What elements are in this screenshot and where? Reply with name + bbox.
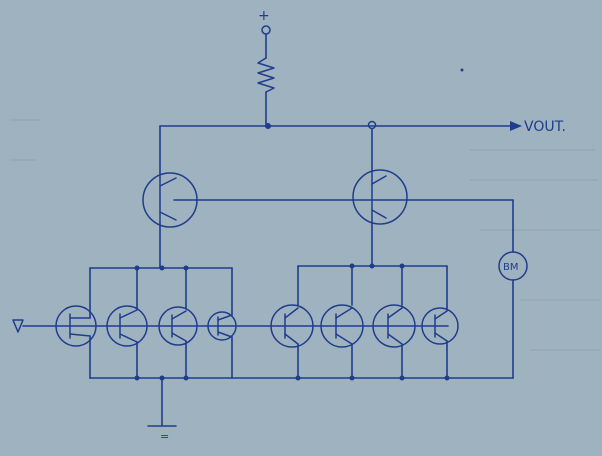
input-transistor-6 bbox=[320, 304, 364, 348]
input-transistor-3 bbox=[158, 306, 198, 346]
input-transistor-7 bbox=[372, 304, 416, 348]
meter-label: BM bbox=[503, 262, 519, 273]
paper-texture bbox=[10, 119, 600, 351]
input-transistor-8 bbox=[421, 307, 459, 345]
supply-label: + bbox=[258, 8, 270, 24]
supply-terminal: + bbox=[258, 8, 271, 59]
output-transistor-left bbox=[142, 125, 198, 269]
output-label: VOUT. bbox=[524, 119, 566, 135]
ground-rail bbox=[89, 375, 514, 381]
right-collector-bus bbox=[297, 263, 448, 311]
emitter-drops bbox=[89, 335, 448, 379]
input-transistor-2 bbox=[106, 305, 148, 347]
output-transistor-right bbox=[352, 128, 408, 267]
ground-symbol: = bbox=[147, 377, 177, 443]
ground-label: = bbox=[160, 430, 169, 443]
output-arrow-icon bbox=[510, 121, 522, 131]
meter-symbol: BM bbox=[498, 251, 528, 379]
base-feedback-line bbox=[195, 199, 514, 253]
pen-mark bbox=[460, 68, 464, 72]
left-collector-bus bbox=[89, 265, 233, 319]
resistor-symbol bbox=[257, 57, 275, 126]
input-terminal bbox=[12, 319, 449, 333]
input-transistor-1 bbox=[55, 305, 97, 347]
input-transistor-4 bbox=[207, 311, 237, 341]
input-transistor-5 bbox=[270, 304, 314, 348]
output-rail: VOUT. bbox=[159, 119, 566, 135]
